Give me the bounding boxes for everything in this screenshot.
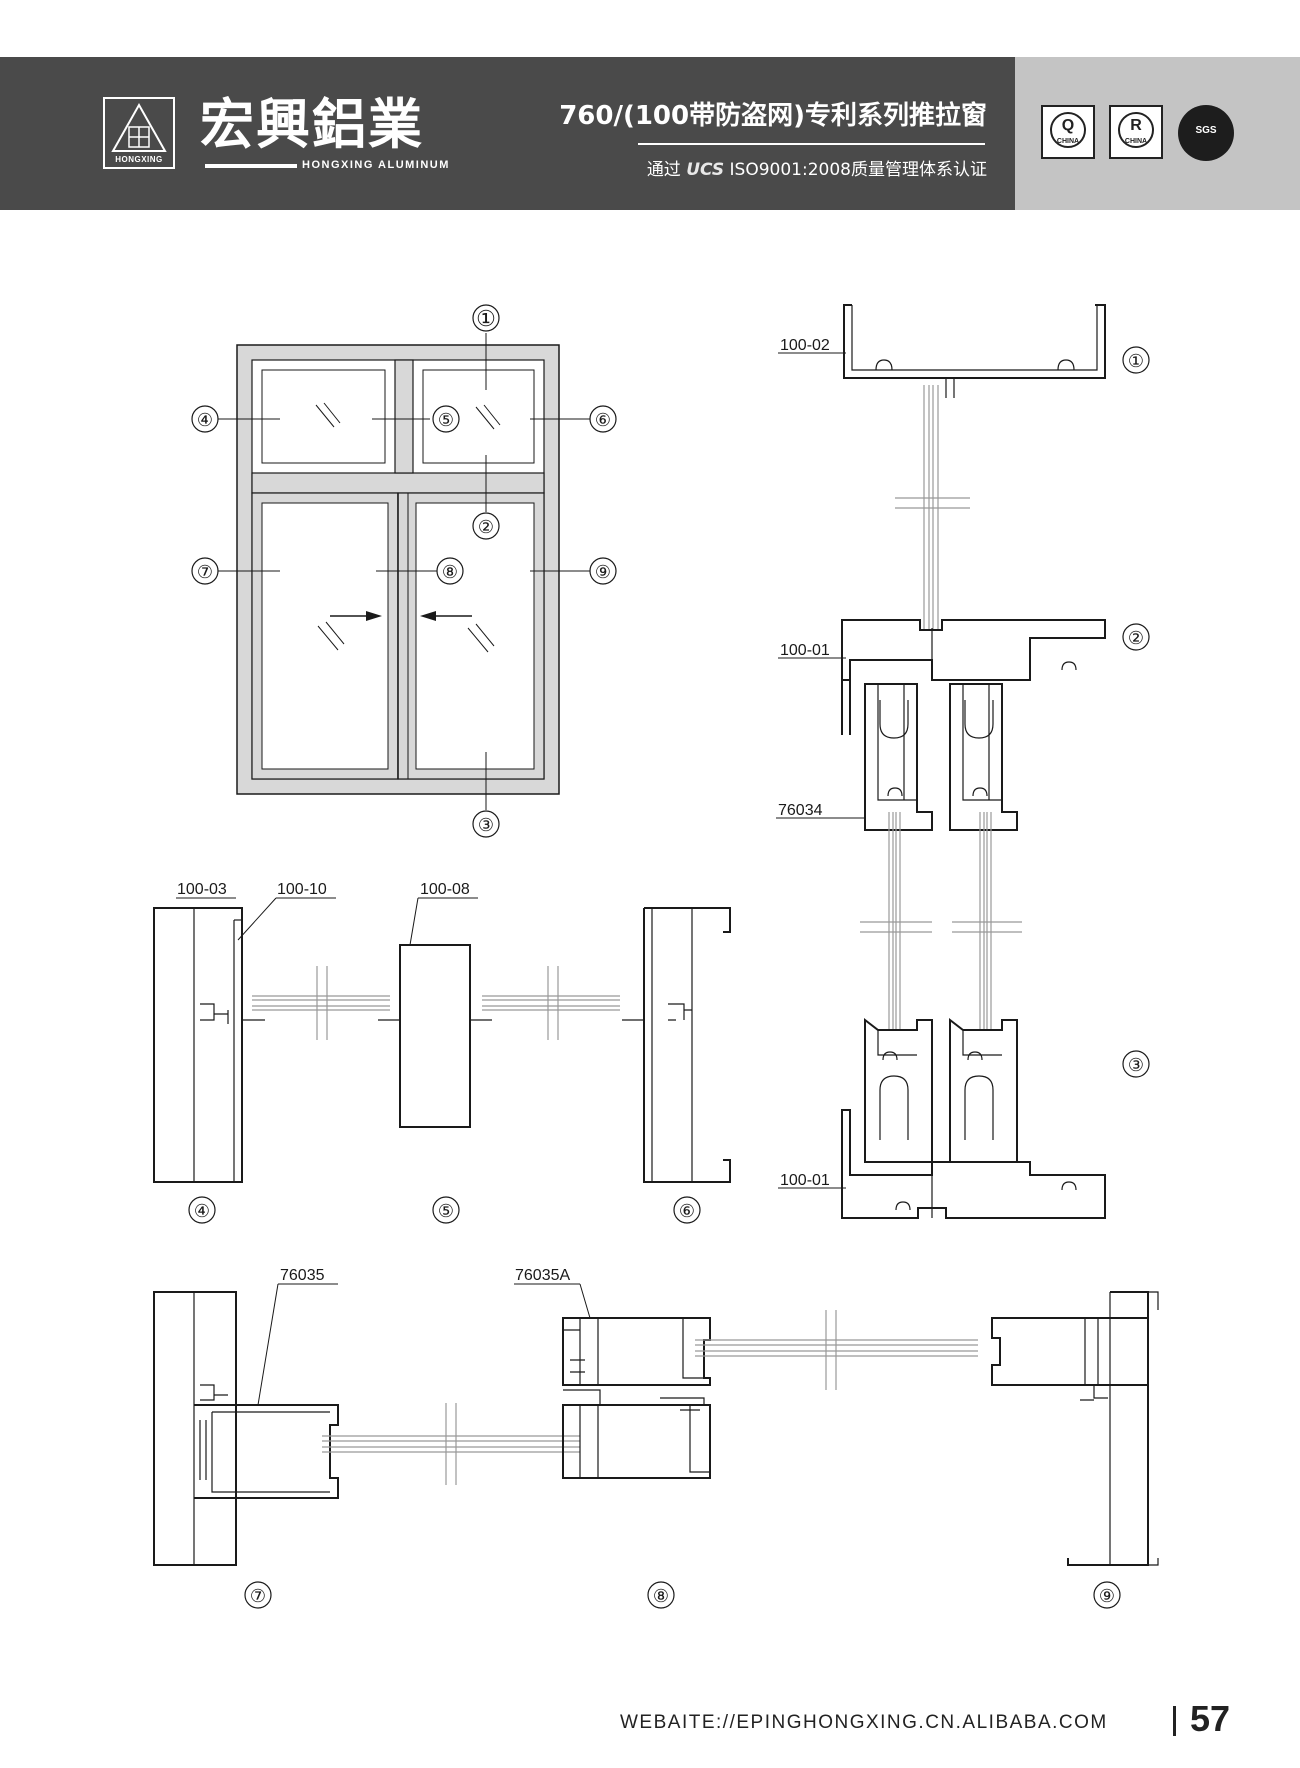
horizontal-section-lower (153, 1283, 1159, 1566)
series-title: 760/(100带防盗网)专利系列推拉窗 (559, 101, 987, 131)
badge-letter: Q (1061, 117, 1075, 134)
section-marker-1: ① (1128, 351, 1144, 371)
badge-ring-icon (1118, 112, 1154, 148)
lower-marker-7: ⑦ (250, 1586, 266, 1606)
section-marker-2: ② (1128, 628, 1144, 648)
brand-name-cn: 宏興鋁業 (200, 93, 424, 156)
code-100-10: 100-10 (277, 881, 327, 898)
header-dark-panel (0, 57, 1015, 210)
window-elevation (218, 333, 590, 810)
marker-5: ⑤ (438, 410, 454, 430)
marker-7: ⑦ (197, 562, 213, 582)
horizontal-lower-markers: ⑦ ⑧ ⑨ (244, 1581, 1121, 1609)
cert-prefix: 通过 (646, 160, 681, 180)
logo-subtext: HONGXING (115, 155, 163, 164)
horizontal-section-upper (153, 897, 731, 1183)
upper-marker-5: ⑤ (438, 1201, 454, 1221)
lower-marker-8: ⑧ (653, 1586, 669, 1606)
marker-4: ④ (197, 410, 213, 430)
brand-name-en: HONGXING ALUMINUM (302, 159, 450, 171)
logo-triangle-icon (111, 102, 167, 152)
code-100-01-top: 100-01 (780, 642, 830, 659)
elevation-numbers: ② ③ ④ ⑤ ⑥ ⑦ ⑧ ⑨ (191, 405, 617, 838)
code-100-08: 100-08 (420, 881, 470, 898)
badge-sub: CHINA (1124, 138, 1148, 145)
certification-line: 通过 UCS ISO9001:2008质量管理体系认证 (647, 155, 987, 180)
code-100-03: 100-03 (177, 881, 227, 898)
upper-marker-4: ④ (194, 1201, 210, 1221)
vertical-section (776, 304, 1106, 1219)
cert-suffix: ISO9001:2008质量管理体系认证 (729, 160, 987, 180)
marker-1: ① (472, 304, 500, 332)
vertical-section-markers: ① ② ③ (1122, 346, 1150, 1078)
title-divider (638, 143, 985, 145)
page-header: HONGXING 宏興鋁業 HONGXING ALUMINUM 760/(100… (0, 57, 1300, 210)
marker-2: ② (478, 517, 494, 537)
badge-sub: CHINA (1056, 138, 1080, 145)
code-76034: 76034 (778, 802, 823, 819)
globe-text: SGS (1195, 125, 1217, 136)
marker-6: ⑥ (595, 410, 611, 430)
brand-underline (205, 164, 297, 168)
ucs-mark: UCS (686, 160, 725, 180)
sgs-globe-icon: SGS (1178, 105, 1234, 161)
horizontal-upper-markers: ④ ⑤ ⑥ (188, 1196, 701, 1224)
quality-badge-r: R CHINA (1109, 105, 1163, 159)
marker-1-text: ① (476, 306, 496, 331)
elevation-markers: ① (472, 304, 500, 332)
horizontal-upper-codes: 100-03 100-10 100-08 (177, 881, 470, 898)
vertical-section-codes: 100-02 100-01 76034 100-01 (778, 337, 830, 1189)
marker-3: ③ (478, 815, 494, 835)
section-marker-3: ③ (1128, 1055, 1144, 1075)
page-number: 57 (1190, 1698, 1231, 1739)
lower-marker-9: ⑨ (1099, 1586, 1115, 1606)
badge-ring-icon (1050, 112, 1086, 148)
marker-9: ⑨ (595, 562, 611, 582)
code-76035: 76035 (280, 1267, 325, 1284)
code-76035a: 76035A (515, 1267, 570, 1284)
badge-letter: R (1130, 117, 1142, 134)
quality-badge-q: Q CHINA (1041, 105, 1095, 159)
footer-url: WEBAITE://EPINGHONGXING.CN.ALIBABA.COM (620, 1712, 1108, 1733)
upper-marker-6: ⑥ (679, 1201, 695, 1221)
marker-8: ⑧ (442, 562, 458, 582)
code-100-02: 100-02 (780, 337, 830, 354)
code-100-01-bottom: 100-01 (780, 1172, 830, 1189)
brand-logo: HONGXING (103, 97, 175, 169)
footer-divider (1173, 1706, 1176, 1736)
horizontal-lower-codes: 76035 76035A (280, 1267, 570, 1284)
